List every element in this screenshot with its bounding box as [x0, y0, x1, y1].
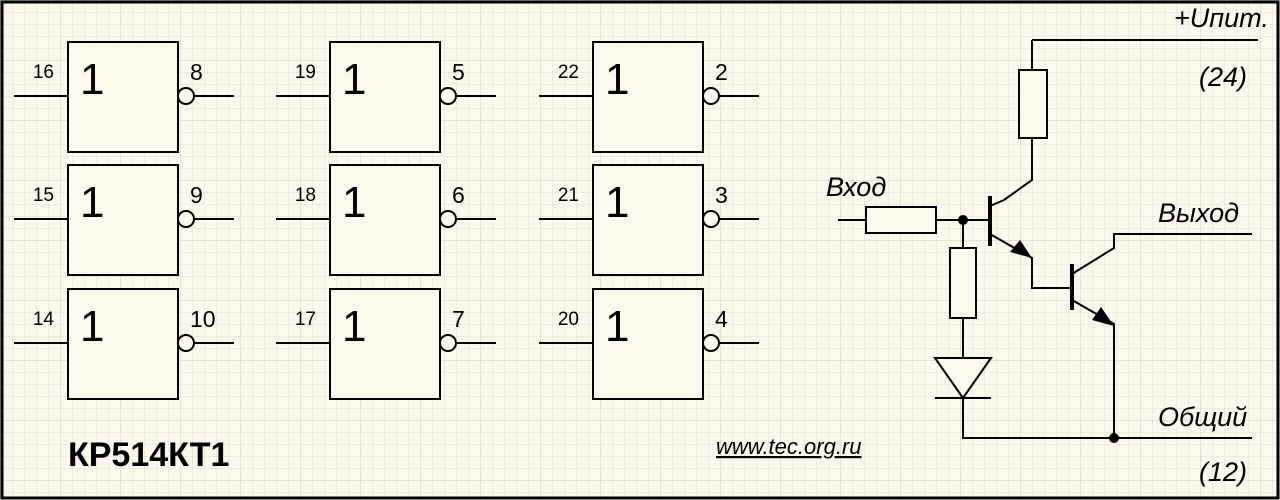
common-rail-wire — [962, 398, 1252, 439]
transistor-circuit: +Uпит. (24) Вход Выход Общий (12) — [826, 3, 1269, 487]
inversion-bubble — [702, 87, 720, 105]
gate-output-pin: 8 — [190, 59, 203, 85]
gate-input-pin: 14 — [33, 309, 55, 330]
inverter-gate: 1 19 5 — [276, 41, 496, 153]
inversion-bubble — [177, 87, 195, 105]
inversion-bubble — [177, 210, 195, 228]
gate-symbol: 1 — [342, 178, 366, 227]
inverter-gate: 1 17 7 — [276, 288, 496, 400]
gate-symbol: 1 — [605, 302, 629, 351]
output-label: Выход — [1158, 198, 1239, 228]
common-label: Общий — [1158, 402, 1247, 432]
q2-emitter-arrow — [1092, 307, 1114, 326]
gate-symbol: 1 — [342, 55, 366, 104]
gate-input-pin: 15 — [33, 185, 54, 206]
gate-output-pin: 6 — [452, 182, 465, 208]
q2-collector-output-wire — [1071, 233, 1252, 275]
diode — [933, 357, 993, 400]
inverter-gate: 1 18 6 — [276, 164, 496, 276]
gate-input-pin: 19 — [295, 62, 316, 83]
gate-input-pin: 20 — [558, 309, 579, 330]
gate-input-pin: 22 — [558, 62, 579, 83]
supply-pin-label: (24) — [1199, 62, 1247, 92]
gate-output-pin: 9 — [190, 182, 203, 208]
q1-collector-lead — [989, 199, 1005, 207]
gate-input-pin: 18 — [295, 185, 316, 206]
gate-body — [592, 164, 704, 276]
inversion-bubble — [439, 210, 457, 228]
gate-body — [67, 288, 179, 400]
gate-symbol: 1 — [605, 178, 629, 227]
collector-resistor — [1018, 69, 1048, 139]
gate-body — [592, 41, 704, 153]
inverter-gate: 1 15 9 — [14, 164, 234, 276]
inversion-bubble — [439, 334, 457, 352]
gate-input-pin: 17 — [295, 309, 316, 330]
gate-output-pin: 2 — [715, 59, 728, 85]
gate-output-pin: 3 — [715, 182, 728, 208]
gate-symbol: 1 — [342, 302, 366, 351]
gate-symbol: 1 — [80, 302, 104, 351]
gate-body — [67, 41, 179, 153]
gate-body — [329, 41, 441, 153]
bias-resistor — [949, 247, 977, 319]
q1-emitter-arrow — [1010, 240, 1032, 258]
gate-output-pin: 7 — [452, 306, 465, 332]
gate-input-pin: 16 — [33, 62, 54, 83]
gate-output-pin: 4 — [715, 306, 728, 332]
common-pin-label: (12) — [1199, 457, 1247, 487]
inversion-bubble — [439, 87, 457, 105]
website-link[interactable]: www.tec.org.ru — [716, 434, 862, 459]
inverter-gate: 1 20 4 — [539, 288, 759, 400]
q2-emitter-wire — [1071, 299, 1115, 438]
gate-symbol: 1 — [80, 178, 104, 227]
inversion-bubble — [702, 210, 720, 228]
gate-body — [329, 288, 441, 400]
gate-output-pin: 10 — [190, 306, 216, 332]
gate-input-pin: 21 — [558, 185, 579, 206]
supply-label: +Uпит. — [1174, 3, 1269, 33]
gate-output-pin: 5 — [452, 59, 465, 85]
chip-name: КР514КТ1 — [68, 436, 229, 474]
inverter-gate: 1 21 3 — [539, 164, 759, 276]
inversion-bubble — [702, 334, 720, 352]
q1-collector-wire — [1003, 138, 1033, 201]
inverter-gate: 1 16 8 — [14, 41, 234, 153]
inverter-gate: 1 14 10 — [14, 288, 234, 400]
gate-symbol: 1 — [80, 55, 104, 104]
inversion-bubble — [177, 334, 195, 352]
input-label: Вход — [826, 172, 886, 202]
junction-dot-common — [1109, 433, 1119, 443]
gate-body — [592, 288, 704, 400]
q1-emitter-wire — [989, 233, 1072, 289]
input-resistor — [865, 206, 937, 234]
gate-symbol: 1 — [605, 55, 629, 104]
